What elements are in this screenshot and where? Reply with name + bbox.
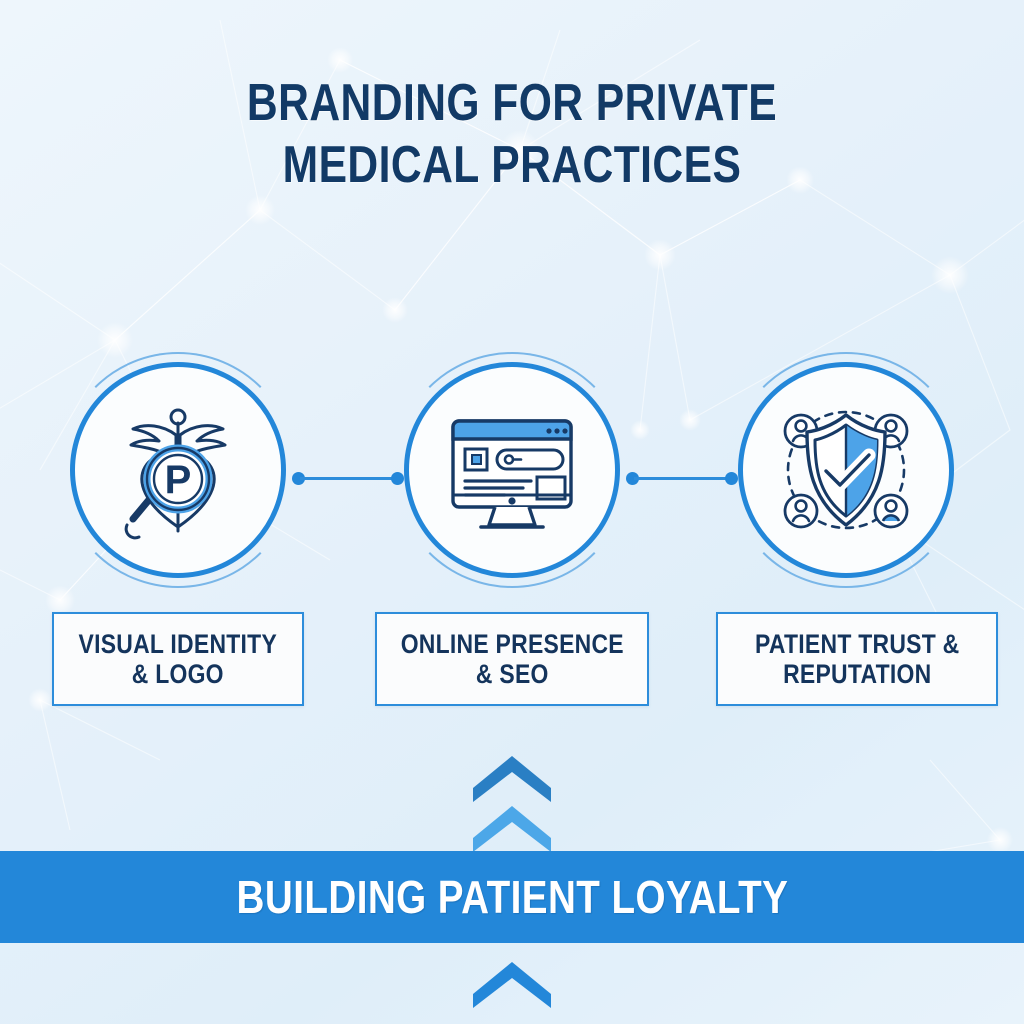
desktop-website-seo-icon [404,362,620,578]
icon-circle-patient-trust [728,352,964,588]
label-box-online-presence[interactable]: ONLINE PRESENCE & SEO [375,612,649,706]
title-line-2: MEDICAL PRACTICES [282,136,742,194]
outer-ring [60,352,296,588]
icon-letter: P [165,458,192,502]
banner-building-patient-loyalty: BUILDING PATIENT LOYALTY [0,851,1024,943]
label-box-visual-identity[interactable]: VISUAL IDENTITY & LOGO [52,612,304,706]
banner-text: BUILDING PATIENT LOYALTY [236,871,788,923]
label-text: ONLINE PRESENCE & SEO [400,629,624,689]
chevron-up-icon-light [473,806,551,852]
pillar-online-presence[interactable] [362,352,662,588]
outer-ring [728,352,964,588]
caduceus-magnifier-heart-icon: P [70,362,286,578]
label-text: VISUAL IDENTITY & LOGO [78,629,278,689]
pillar-visual-identity[interactable]: P [28,352,328,588]
chevron-up-icon-bottom [473,962,551,1008]
pillar-patient-trust[interactable] [696,352,996,588]
outer-ring [394,352,630,588]
chevron-arrows-bottom [0,962,1024,1008]
pillar-labels-row: VISUAL IDENTITY & LOGO ONLINE PRESENCE &… [0,612,1024,722]
title-line-1: BRANDING FOR PRIVATE [246,74,778,132]
page-title: BRANDING FOR PRIVATE MEDICAL PRACTICES [0,72,1024,196]
icon-circle-visual-identity: P [60,352,296,588]
icon-circle-online-presence [394,352,630,588]
shield-check-people-icon [738,362,954,578]
connector-line [634,477,730,480]
pillars-row: P [0,352,1024,712]
label-text: PATIENT TRUST & REPUTATION [754,629,960,689]
connector-line [300,477,396,480]
chevron-arrows-top [0,756,1024,852]
chevron-up-icon-dark [473,756,551,802]
label-box-patient-trust[interactable]: PATIENT TRUST & REPUTATION [716,612,998,706]
